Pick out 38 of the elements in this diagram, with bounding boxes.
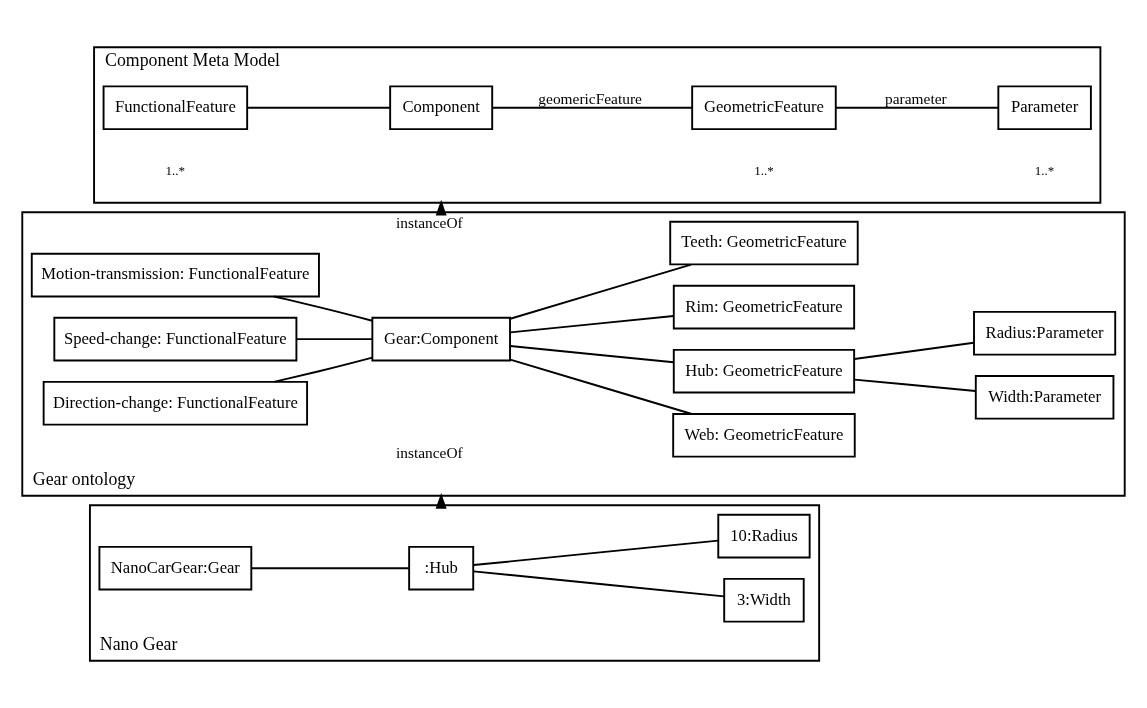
connector [853, 378, 977, 392]
edge-label: instanceOf [395, 213, 463, 231]
node-box: :Hub [408, 545, 475, 591]
node-box: 10:Radius [717, 513, 811, 559]
node-box: 3:Width [723, 577, 805, 623]
connector [295, 338, 374, 341]
node-box: GeometricFeature [691, 85, 837, 131]
node-box: Component [389, 85, 494, 131]
node-box: FunctionalFeature [102, 85, 249, 131]
connector [250, 567, 410, 570]
node-box: Rim: GeometricFeature [672, 284, 856, 330]
node-box: Motion-transmission: FunctionalFeature [30, 252, 320, 298]
label: 1..* [165, 163, 186, 179]
connector [491, 106, 693, 109]
label: 1..* [754, 163, 774, 179]
node-box: Gear:Component [371, 316, 511, 362]
connector [835, 106, 1000, 109]
node-box: Parameter [997, 85, 1092, 131]
label: 1..* [1034, 163, 1055, 179]
connector [246, 106, 391, 109]
node-box: Speed-change: FunctionalFeature [53, 316, 298, 362]
node-box: Hub: GeometricFeature [672, 348, 856, 394]
node-box: Radius:Parameter [973, 310, 1117, 356]
edge-label: geomericFeature [538, 89, 642, 107]
node-box: Web: GeometricFeature [672, 413, 856, 458]
edge-label: instanceOf [395, 443, 463, 461]
connector [853, 341, 975, 360]
connector [472, 570, 725, 598]
connector [509, 345, 675, 364]
connector [509, 315, 675, 334]
connector [472, 539, 720, 566]
edge-label: parameter [885, 89, 947, 107]
node-box: NanoCarGear:Gear [98, 545, 253, 591]
connector [509, 263, 692, 320]
node-box: Direction-change: FunctionalFeature [42, 380, 309, 426]
node-box: Teeth: GeometricFeature [669, 220, 859, 266]
connector [509, 358, 692, 415]
node-box: Width:Parameter [974, 375, 1115, 420]
